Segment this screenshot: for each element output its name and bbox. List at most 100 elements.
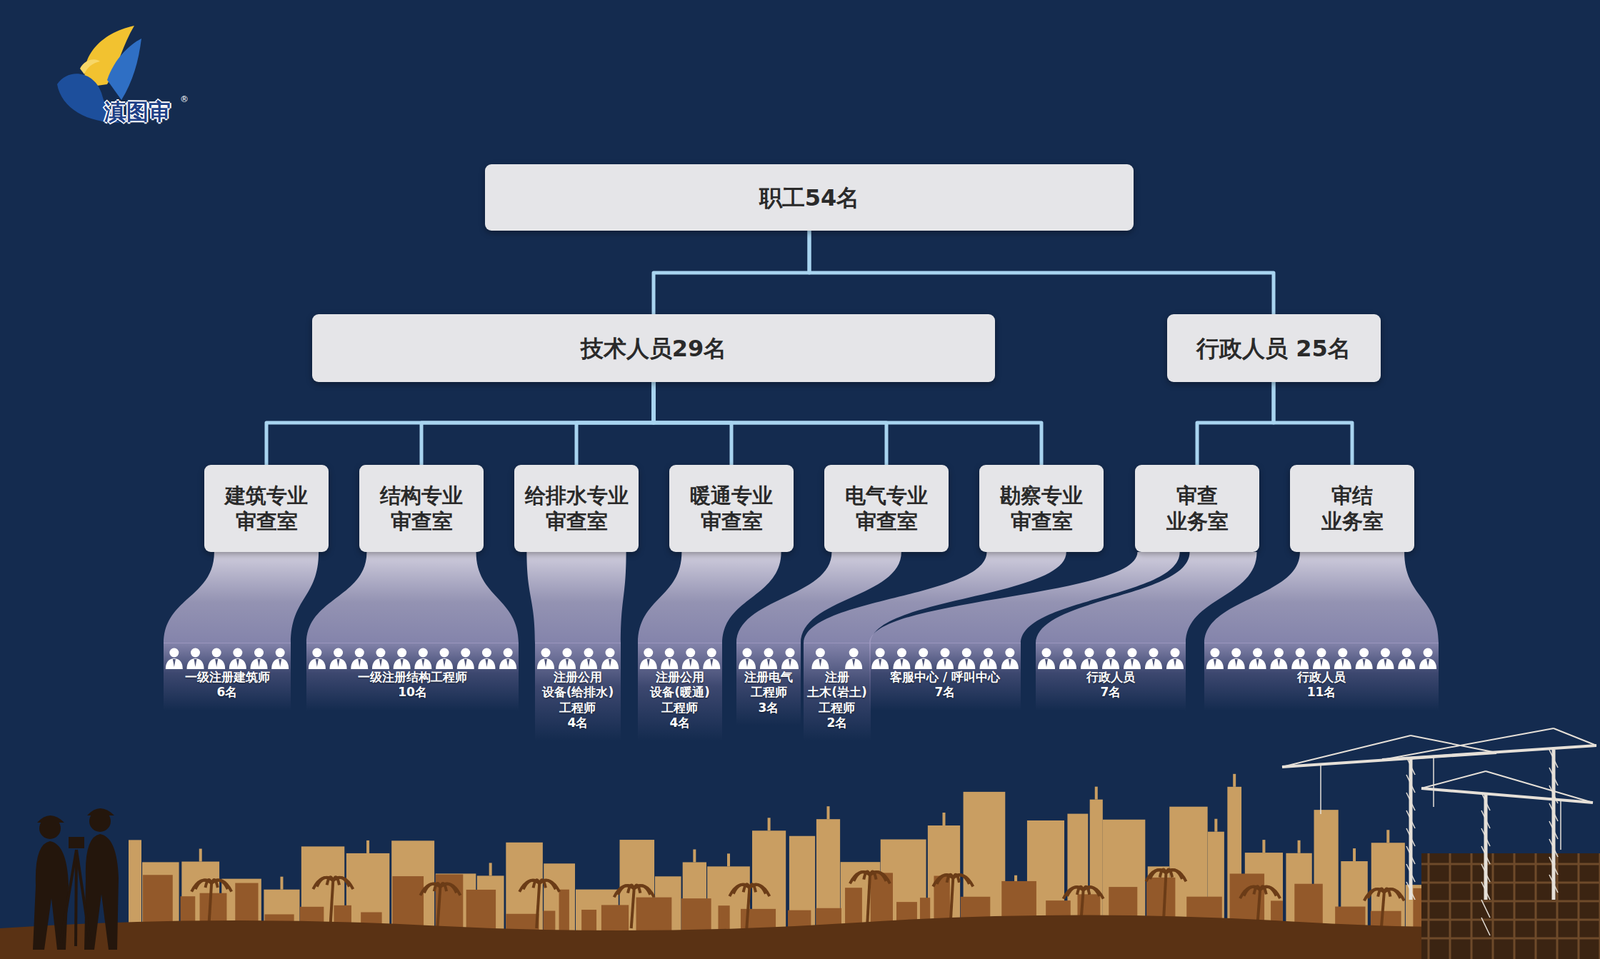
person-icon — [1291, 648, 1309, 670]
department-box: 审查 业务室 — [1135, 465, 1260, 553]
person-icon — [393, 648, 411, 670]
staff-label: 3名 — [758, 700, 780, 716]
logo-leaf — [107, 38, 142, 100]
staff-label: 注册公用 设备(给排水) 工程师 — [542, 670, 615, 716]
staff-group: 行政人员7名 — [1035, 642, 1186, 711]
department-box: 技术人员29名 — [312, 314, 995, 383]
department-name: 暖通专业 审查室 — [690, 482, 773, 535]
person-icon — [1397, 648, 1415, 670]
person-icon — [330, 648, 348, 670]
person-icon — [1166, 648, 1184, 670]
person-icon — [845, 648, 863, 670]
department-name: 技术人员29名 — [580, 334, 728, 363]
staff-icons — [869, 645, 1021, 670]
person-icon — [229, 648, 247, 670]
person-icon — [1123, 648, 1141, 670]
staff-label: 11名 — [1307, 685, 1337, 700]
text-line: 业务室 — [1321, 508, 1384, 535]
text-line: 审结 — [1321, 482, 1384, 509]
department-name: 电气专业 审查室 — [845, 482, 928, 535]
person-icon — [980, 648, 998, 670]
person-icon — [372, 648, 390, 670]
person-icon — [1227, 648, 1245, 670]
staff-group: 行政人员11名 — [1204, 642, 1439, 711]
person-icon — [892, 648, 910, 670]
tree-connector — [1273, 382, 1353, 465]
person-icon — [250, 648, 268, 670]
text-line: 工程师 — [542, 700, 615, 716]
department-name: 勘察专业 审查室 — [1000, 482, 1083, 535]
department-name: 职工54名 — [759, 183, 860, 213]
tree-connector — [653, 382, 1042, 465]
staff-group: 注册电气 工程师3名 — [736, 642, 801, 726]
person-icon — [915, 648, 933, 670]
staff-icons — [736, 645, 801, 670]
department-box: 职工54名 — [485, 164, 1134, 231]
department-box: 建筑专业 审查室 — [204, 465, 329, 553]
person-icon — [1080, 648, 1098, 670]
staff-icons — [535, 645, 621, 670]
person-icon — [1037, 648, 1055, 670]
text-line: 审查室 — [525, 508, 629, 535]
person-icon — [350, 648, 368, 670]
person-icon — [1102, 648, 1120, 670]
text-line: 审查室 — [225, 508, 308, 535]
department-name: 结构专业 审查室 — [380, 482, 463, 535]
surveyor-figures — [32, 808, 119, 950]
registered-mark: ® — [180, 94, 189, 105]
text-line: 业务室 — [1166, 508, 1229, 535]
person-icon — [165, 648, 183, 670]
text-line: 审查室 — [690, 508, 773, 535]
department-box: 勘察专业 审查室 — [979, 465, 1104, 553]
person-icon — [871, 648, 889, 670]
staff-label: 4名 — [670, 715, 691, 731]
funnel-connector — [306, 552, 519, 644]
tree-connector — [266, 382, 654, 465]
person-icon — [537, 648, 555, 670]
staff-label: 6名 — [217, 685, 238, 700]
staff-label: 7名 — [935, 685, 956, 700]
staff-label: 行政人员 — [1297, 670, 1346, 685]
department-box: 结构专业 审查室 — [359, 465, 484, 553]
person-icon — [1419, 648, 1437, 670]
person-icon — [812, 648, 830, 670]
person-icon — [702, 648, 720, 670]
person-icon — [477, 648, 495, 670]
person-icon — [580, 648, 598, 670]
staff-group: 注册公用 设备(给排水) 工程师4名 — [535, 642, 621, 741]
staff-label: 2名 — [827, 715, 848, 731]
department-box: 电气专业 审查室 — [824, 465, 949, 553]
text-line: 工程师 — [744, 685, 793, 700]
staff-icons — [163, 645, 291, 670]
funnel-connector — [163, 552, 319, 644]
text-line: 设备(给排水) — [542, 685, 615, 700]
staff-group: 客服中心 / 呼叫中心7名 — [869, 642, 1021, 711]
person-icon — [601, 648, 619, 670]
person-icon — [1249, 648, 1267, 670]
staff-group: 注册 土木(岩土) 工程师2名 — [803, 642, 871, 741]
text-line: 勘察专业 — [1000, 482, 1083, 509]
person-icon — [682, 648, 700, 670]
person-icon — [660, 648, 678, 670]
department-name: 审结 业务室 — [1321, 482, 1384, 535]
person-icon — [435, 648, 453, 670]
text-line: 审查室 — [1000, 508, 1083, 535]
logo-text: 滇图审 — [104, 97, 171, 128]
person-icon — [457, 648, 475, 670]
funnel-connector — [1204, 552, 1439, 644]
staff-label: 行政人员 — [1086, 670, 1135, 685]
logo-leaf — [80, 59, 100, 75]
department-box: 暖通专业 审查室 — [669, 465, 794, 553]
department-box: 行政人员 25名 — [1167, 314, 1381, 383]
text-line: 注册电气 — [744, 670, 793, 685]
text-line: 设备(暖通) — [650, 685, 710, 700]
tree-connector — [1197, 382, 1274, 465]
department-name: 建筑专业 审查室 — [225, 482, 308, 535]
person-icon — [308, 648, 326, 670]
person-icon — [640, 648, 658, 670]
staff-group: 一级注册结构工程师10名 — [306, 642, 519, 711]
person-icon — [957, 648, 975, 670]
text-line: 审查室 — [380, 508, 463, 535]
person-icon — [1312, 648, 1330, 670]
staff-icons — [1035, 645, 1186, 670]
